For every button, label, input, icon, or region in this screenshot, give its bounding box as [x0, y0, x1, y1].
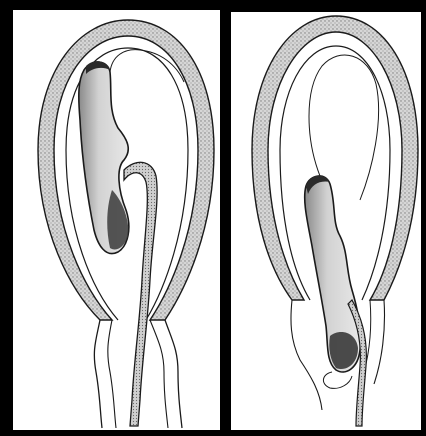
right-panel: [231, 12, 421, 430]
left-panel: [13, 10, 220, 430]
